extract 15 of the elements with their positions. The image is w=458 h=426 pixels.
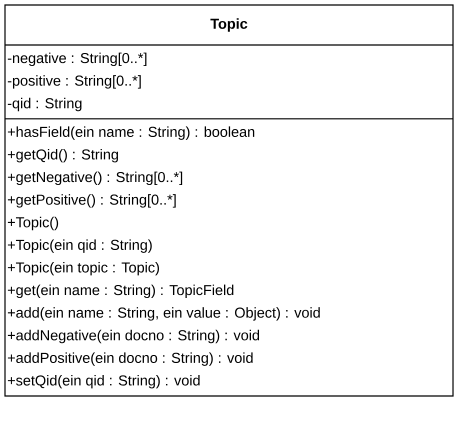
member-text: -qid : String (8, 98, 82, 112)
member-text: +getNegative() : String[0..*] (8, 172, 182, 186)
member-text: +setQid(ein qid : String) : void (8, 374, 200, 388)
member-text: +addPositive(ein docno : String) : void (8, 352, 253, 366)
member-text: +get(ein name : String) : TopicField (8, 284, 234, 298)
member-text: +Topic(ein qid : String) (8, 239, 152, 253)
member-text: -negative : String[0..*] (8, 52, 146, 66)
member-text: -positive : String[0..*] (8, 75, 141, 89)
member-text: +hasField(ein name : String) : boolean (8, 126, 254, 140)
member-text: +getPositive() : String[0..*] (8, 194, 176, 208)
member-text: +addNegative(ein docno : String) : void (8, 330, 260, 344)
member-text: +Topic(ein topic : Topic) (8, 262, 159, 276)
member-text: +getQid() : String (8, 148, 118, 162)
member-text: +add(ein name : String, ein value : Object) : void (8, 307, 320, 321)
member-text: +Topic() (8, 216, 58, 230)
